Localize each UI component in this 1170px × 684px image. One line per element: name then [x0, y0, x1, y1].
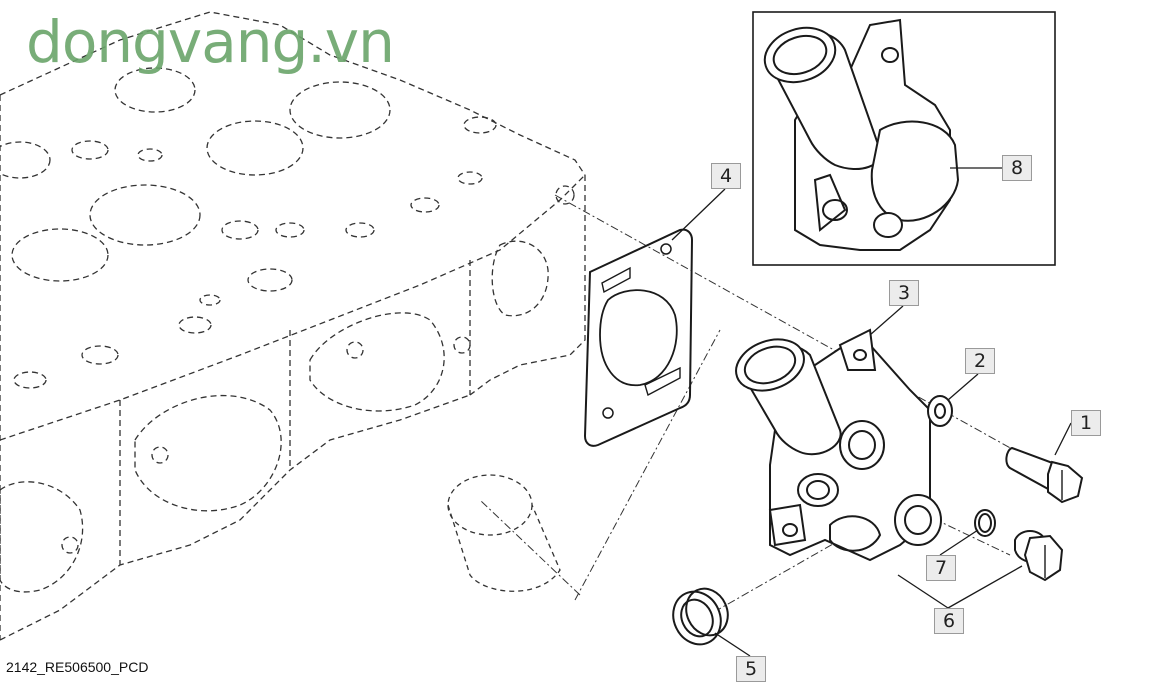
seal-ring-icon: [672, 587, 729, 646]
callout-2[interactable]: 2: [965, 348, 995, 374]
callout-4[interactable]: 4: [711, 163, 741, 189]
gasket-icon: [583, 228, 694, 447]
callout-8[interactable]: 8: [1002, 155, 1032, 181]
drawing-id-label: 2142_RE506500_PCD: [6, 659, 149, 675]
watermark-logo: dongvang.vn: [26, 8, 395, 76]
cylinder-head-phantom-icon: [0, 11, 586, 641]
plug-icon: [1014, 530, 1064, 582]
callout-1[interactable]: 1: [1071, 410, 1101, 436]
washer-icon: [927, 395, 953, 427]
thermostat-housing-icon: [735, 328, 942, 562]
callout-6[interactable]: 6: [934, 608, 964, 634]
callout-leaders: [671, 167, 1072, 657]
callout-7[interactable]: 7: [926, 555, 956, 581]
o-ring-icon: [974, 509, 996, 537]
housing-detail-view-icon: [752, 11, 1056, 266]
hex-bolt-icon: [1005, 446, 1084, 504]
callout-5[interactable]: 5: [736, 656, 766, 682]
callout-3[interactable]: 3: [889, 280, 919, 306]
hidden-sleeve-phantom-icon: [447, 474, 561, 592]
